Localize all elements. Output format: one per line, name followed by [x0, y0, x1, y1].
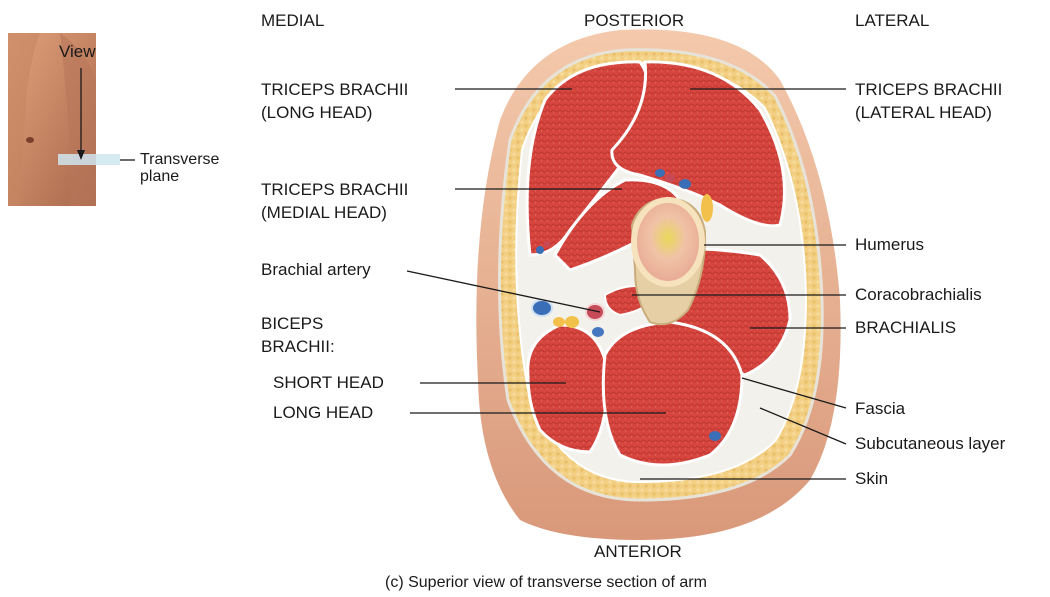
label-biceps-short-head: SHORT HEAD — [273, 372, 384, 394]
label-biceps-line2: BRACHII: — [261, 335, 335, 358]
label-biceps-line1: BICEPS — [261, 312, 323, 335]
label-subcutaneous-layer: Subcutaneous layer — [855, 433, 1005, 455]
label-brachial-artery: Brachial artery — [261, 259, 371, 281]
label-brachialis: BRACHIALIS — [855, 317, 956, 339]
label-triceps-long-line1: TRICEPS BRACHII — [261, 78, 408, 101]
orientation-medial: MEDIAL — [261, 10, 324, 32]
arm-cross-section — [476, 29, 840, 540]
label-triceps-lateral-line2: (LATERAL HEAD) — [855, 101, 992, 124]
label-triceps-long-line2: (LONG HEAD) — [261, 101, 372, 124]
label-triceps-lateral-line1: TRICEPS BRACHII — [855, 78, 1002, 101]
label-triceps-medial-line1: TRICEPS BRACHII — [261, 178, 408, 201]
label-humerus: Humerus — [855, 234, 924, 256]
label-biceps-long-head: LONG HEAD — [273, 402, 373, 424]
figure-caption: (c) Superior view of transverse section … — [385, 572, 707, 594]
orientation-posterior: POSTERIOR — [584, 10, 684, 32]
inset-plane-label-line1: Transverse — [140, 151, 219, 169]
inset-view-label: View — [59, 41, 96, 63]
orientation-anterior: ANTERIOR — [594, 541, 682, 563]
label-skin: Skin — [855, 468, 888, 490]
label-triceps-medial-line2: (MEDIAL HEAD) — [261, 201, 387, 224]
label-fascia: Fascia — [855, 398, 905, 420]
inset-plane-label-line2: plane — [140, 168, 179, 186]
label-coracobrachialis: Coracobrachialis — [855, 284, 982, 306]
orientation-lateral: LATERAL — [855, 10, 929, 32]
